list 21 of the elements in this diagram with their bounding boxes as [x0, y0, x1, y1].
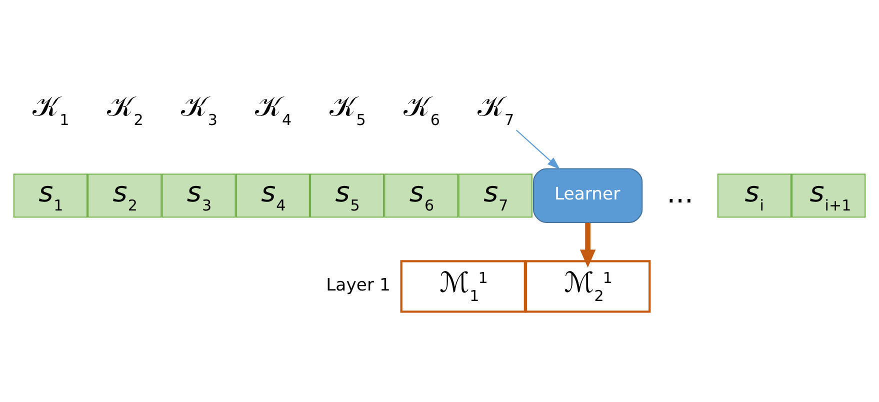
label: 𝒦$_{4}$: [255, 90, 292, 129]
node-box: s$_{5}$: [310, 174, 384, 218]
node-box: s$_{1}$: [13, 174, 88, 218]
label: Layer 1: [326, 276, 390, 296]
node-box: s$_{6}$: [384, 174, 458, 218]
node-box: s$_{i}$: [717, 174, 792, 218]
label: ...: [666, 176, 694, 210]
node-box: s$_{4}$: [236, 174, 310, 218]
label: 𝒦$_{6}$: [403, 90, 440, 129]
node-box: s$_{3}$: [162, 174, 236, 218]
node-box: s$_{i+1}$: [791, 174, 866, 218]
node-box: Learner: [533, 168, 643, 224]
arrow: [516, 130, 560, 170]
arrow: [580, 222, 596, 268]
label: 𝒦$_{2}$: [106, 90, 144, 129]
node-box: s$_{7}$: [458, 174, 532, 218]
label: 𝒦$_{5}$: [329, 90, 366, 129]
node-text: 𝒦$_{7}$: [478, 90, 514, 129]
label: 𝒦$_{1}$: [32, 90, 70, 129]
node-box: s$_{2}$: [88, 174, 162, 218]
label: 𝒦$_{3}$: [181, 90, 218, 129]
